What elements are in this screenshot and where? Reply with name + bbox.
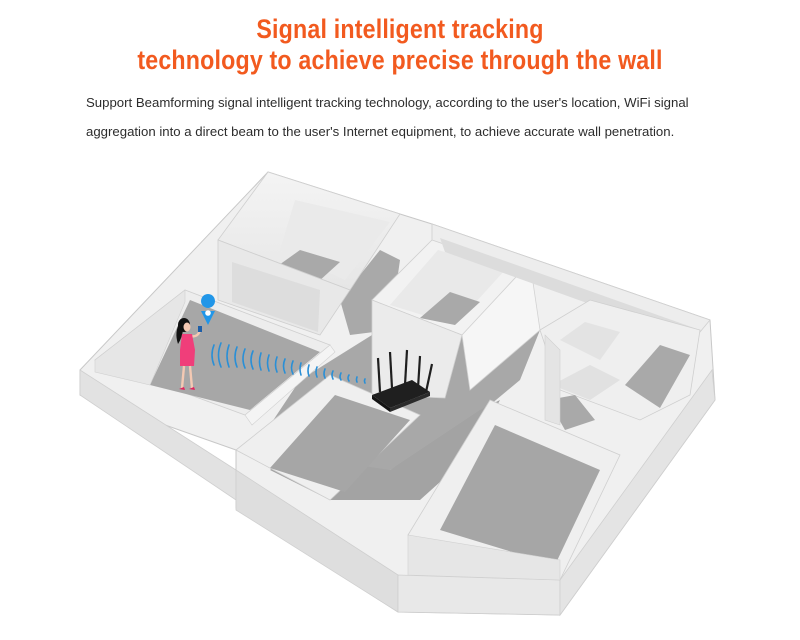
room-right-cluster [539, 299, 701, 430]
wifi-beam-icon [211, 342, 366, 384]
room-bottom-right [407, 399, 621, 581]
description-line-2: aggregation into a direct beam to the us… [86, 124, 675, 139]
person-figure [176, 318, 202, 390]
room-back-left [217, 171, 401, 336]
router-icon [372, 349, 434, 412]
room-bottom-left [235, 374, 421, 501]
feature-heading: Signal intelligent tracking technology t… [56, 14, 744, 76]
description-line-1: Support Beamforming signal intelligent t… [86, 95, 689, 110]
heading-line-2: technology to achieve precise through th… [137, 45, 663, 75]
location-pin-icon [201, 294, 216, 325]
heading-line-1: Signal intelligent tracking [256, 14, 544, 44]
feature-description: Support Beamforming signal intelligent t… [86, 88, 726, 146]
